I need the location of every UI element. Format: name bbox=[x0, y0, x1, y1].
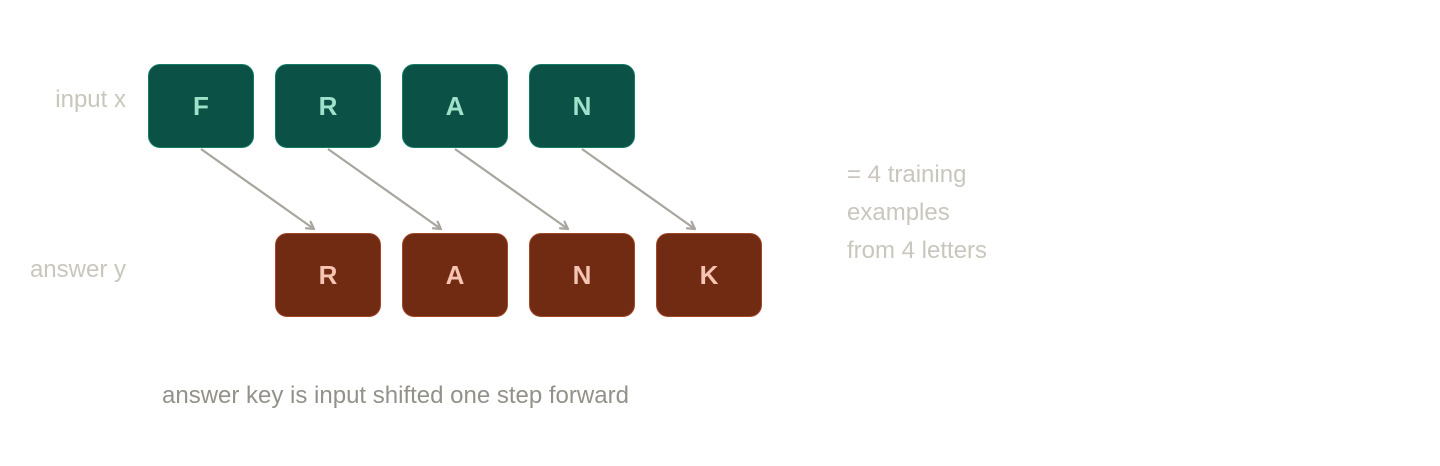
answer-tile: R bbox=[275, 233, 381, 317]
note-line: from 4 letters bbox=[847, 237, 988, 264]
input-tile: A bbox=[402, 64, 508, 148]
input-tile: R bbox=[275, 64, 381, 148]
note-line: examples bbox=[847, 199, 950, 226]
shift-arrow bbox=[581, 148, 695, 229]
answer-row-label: answer y bbox=[29, 256, 126, 283]
shift-arrow bbox=[200, 148, 314, 229]
answer-tile: A bbox=[402, 233, 508, 317]
caption: answer key is input shifted one step for… bbox=[162, 382, 629, 409]
note-line: = 4 training bbox=[847, 161, 967, 188]
answer-tile: N bbox=[529, 233, 635, 317]
input-tile: N bbox=[529, 64, 635, 148]
shift-arrow bbox=[327, 148, 441, 229]
input-row-label: input x bbox=[55, 86, 126, 113]
shift-arrow bbox=[454, 148, 568, 229]
input-tile: F bbox=[148, 64, 254, 148]
answer-tile: K bbox=[656, 233, 762, 317]
